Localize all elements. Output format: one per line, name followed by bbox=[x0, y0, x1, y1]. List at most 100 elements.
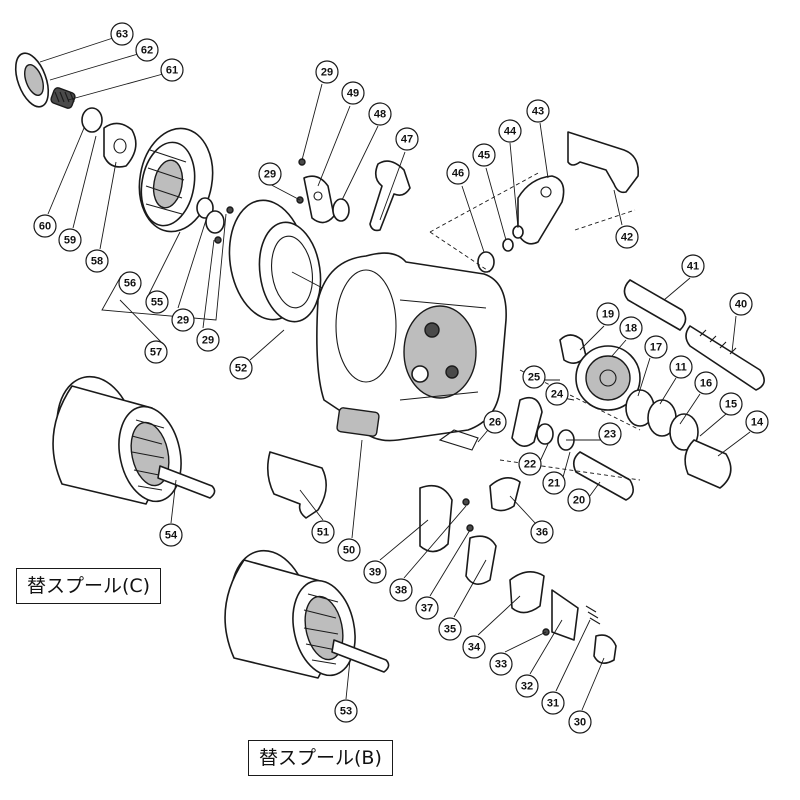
part-callout-55: 55 bbox=[145, 290, 169, 314]
main-frame bbox=[316, 252, 507, 442]
part-number: 56 bbox=[124, 278, 136, 290]
part-number: 38 bbox=[395, 585, 407, 597]
part-callout-16: 16 bbox=[694, 371, 718, 395]
part-callout-23: 23 bbox=[598, 422, 622, 446]
part-number: 39 bbox=[369, 567, 381, 579]
part-number: 50 bbox=[343, 545, 355, 557]
spool-bearing-cup bbox=[138, 127, 234, 244]
part-callout-54: 54 bbox=[159, 523, 183, 547]
part-number: 32 bbox=[521, 681, 533, 693]
part-number: 18 bbox=[625, 323, 637, 335]
part-callout-40: 40 bbox=[729, 292, 753, 316]
part-callout-11: 11 bbox=[669, 355, 693, 379]
part-callout-61: 61 bbox=[160, 58, 184, 82]
part-callout-48: 48 bbox=[368, 102, 392, 126]
part-callout-62: 62 bbox=[135, 38, 159, 62]
part-callout-39: 39 bbox=[363, 560, 387, 584]
part-callout-22: 22 bbox=[518, 452, 542, 476]
part-number: 17 bbox=[650, 342, 662, 354]
part-callout-43: 43 bbox=[526, 99, 550, 123]
part-callout-57: 57 bbox=[144, 340, 168, 364]
part-number: 29 bbox=[177, 315, 189, 327]
part-number: 20 bbox=[573, 495, 585, 507]
part-callout-29: 29 bbox=[258, 162, 282, 186]
part-number: 54 bbox=[165, 530, 178, 542]
part-callout-41: 41 bbox=[681, 254, 705, 278]
spare-spool-c-label: 替スプール(C) bbox=[16, 568, 162, 604]
part-number: 58 bbox=[91, 256, 103, 268]
part-callout-60: 60 bbox=[33, 214, 57, 238]
part-number: 25 bbox=[528, 372, 540, 384]
part-number: 45 bbox=[478, 150, 490, 162]
part-number: 15 bbox=[725, 399, 737, 411]
part-callout-24: 24 bbox=[545, 382, 569, 406]
part-number: 31 bbox=[547, 698, 559, 710]
part-callout-34: 34 bbox=[462, 635, 486, 659]
part-callout-15: 15 bbox=[719, 392, 743, 416]
part-callout-21: 21 bbox=[542, 471, 566, 495]
part-callout-32: 32 bbox=[515, 674, 539, 698]
part-number: 53 bbox=[340, 706, 352, 718]
pinion-parts bbox=[438, 369, 641, 501]
side-plate bbox=[228, 196, 331, 323]
part-callout-18: 18 bbox=[619, 316, 643, 340]
spare-spool-b-label: 替スプール(B) bbox=[248, 740, 393, 776]
part-number: 29 bbox=[202, 335, 214, 347]
part-callout-45: 45 bbox=[472, 143, 496, 167]
part-number: 60 bbox=[39, 221, 51, 233]
part-number: 35 bbox=[444, 624, 456, 636]
part-number: 43 bbox=[532, 106, 544, 118]
spare-spool-c bbox=[52, 375, 216, 505]
part-callout-20: 20 bbox=[567, 488, 591, 512]
part-number: 14 bbox=[751, 417, 764, 429]
part-number: 16 bbox=[700, 378, 712, 390]
part-callout-58: 58 bbox=[85, 249, 109, 273]
part-number: 41 bbox=[687, 261, 699, 273]
part-number: 29 bbox=[264, 169, 276, 181]
part-number: 52 bbox=[235, 363, 247, 375]
part-callout-19: 19 bbox=[596, 302, 620, 326]
part-callout-29: 29 bbox=[315, 60, 339, 84]
side-cap-assembly bbox=[14, 52, 137, 168]
part-number: 42 bbox=[621, 232, 633, 244]
part-callout-56: 56 bbox=[118, 271, 142, 295]
part-number: 21 bbox=[548, 478, 560, 490]
part-callout-37: 37 bbox=[415, 596, 439, 620]
pawl-and-clicker bbox=[298, 158, 411, 232]
part-number: 49 bbox=[347, 88, 359, 100]
part-callout-47: 47 bbox=[395, 127, 419, 151]
spare-spool-b bbox=[224, 549, 390, 679]
part-number: 44 bbox=[504, 126, 517, 138]
part-number: 46 bbox=[452, 168, 464, 180]
part-callout-36: 36 bbox=[530, 520, 554, 544]
part-number: 40 bbox=[735, 299, 747, 311]
part-number: 26 bbox=[489, 417, 501, 429]
part-number: 29 bbox=[321, 67, 333, 79]
part-callout-52: 52 bbox=[229, 356, 253, 380]
part-callout-33: 33 bbox=[489, 652, 513, 676]
part-number: 63 bbox=[116, 29, 128, 41]
part-number: 23 bbox=[604, 429, 616, 441]
part-number: 55 bbox=[151, 297, 163, 309]
part-callout-63: 63 bbox=[110, 22, 134, 46]
part-callout-25: 25 bbox=[522, 365, 546, 389]
right-shafts bbox=[623, 279, 765, 391]
part-callout-30: 30 bbox=[568, 710, 592, 734]
part-number: 37 bbox=[421, 603, 433, 615]
part-callout-44: 44 bbox=[498, 119, 522, 143]
part-callout-42: 42 bbox=[615, 225, 639, 249]
part-number: 59 bbox=[64, 235, 76, 247]
part-callout-51: 51 bbox=[311, 520, 335, 544]
part-callout-29: 29 bbox=[171, 308, 195, 332]
part-callout-29: 29 bbox=[196, 328, 220, 352]
part-callout-53: 53 bbox=[334, 699, 358, 723]
part-number: 24 bbox=[551, 389, 564, 401]
part-callout-49: 49 bbox=[341, 81, 365, 105]
part-callout-59: 59 bbox=[58, 228, 82, 252]
part-number: 33 bbox=[495, 659, 507, 671]
part-number: 62 bbox=[141, 45, 153, 57]
part-callout-50: 50 bbox=[337, 538, 361, 562]
part-callout-17: 17 bbox=[644, 335, 668, 359]
upper-brackets bbox=[429, 131, 640, 273]
part-callout-14: 14 bbox=[745, 410, 769, 434]
